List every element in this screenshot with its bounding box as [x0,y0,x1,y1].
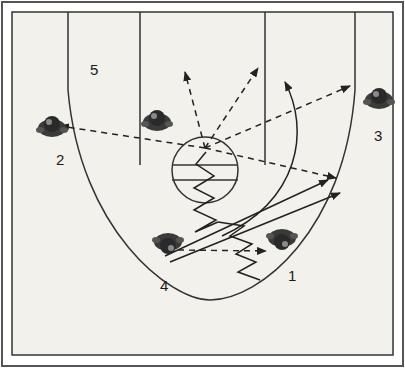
callout-number: 5 [90,62,98,77]
callout-number: 4 [160,278,168,293]
callout-number: 3 [374,128,382,143]
callout-number: 2 [56,152,64,167]
callout-number: 1 [288,268,296,283]
